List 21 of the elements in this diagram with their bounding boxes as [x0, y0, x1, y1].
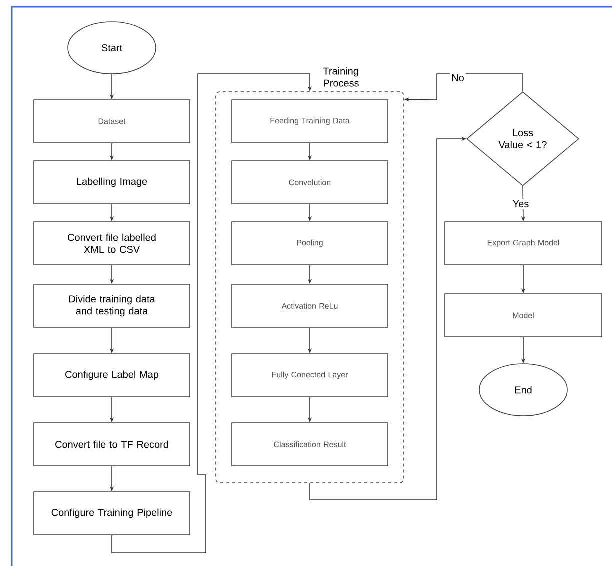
- process-box: Pooling: [232, 222, 388, 266]
- process-box: Configure Training Pipeline: [34, 492, 190, 536]
- process-box: Convert file to TF Record: [34, 422, 190, 466]
- process-box: Convolution: [232, 160, 388, 204]
- process-box: Configure Label Map: [34, 354, 190, 398]
- process-box: Model: [444, 294, 602, 338]
- group-heading: Training Process: [323, 67, 359, 87]
- edge-label: No: [450, 73, 466, 83]
- process-box: Labelling Image: [34, 160, 190, 204]
- edge-label: Yes: [511, 199, 531, 209]
- process-box: Divide training data and testing data: [34, 284, 190, 328]
- process-box: Export Graph Model: [444, 222, 602, 266]
- process-box: Fully Conected Layer: [232, 354, 388, 398]
- process-box: Feeding Training Data: [232, 100, 388, 144]
- process-box: Classification Result: [232, 422, 388, 466]
- terminal-oval: End: [479, 364, 568, 416]
- process-box: Convert file labelled XML to CSV: [34, 222, 190, 266]
- process-box: Activation ReLu: [232, 284, 388, 328]
- arrow: [112, 74, 312, 554]
- terminal-oval: Start: [68, 22, 156, 74]
- process-box: Dataset: [34, 100, 190, 144]
